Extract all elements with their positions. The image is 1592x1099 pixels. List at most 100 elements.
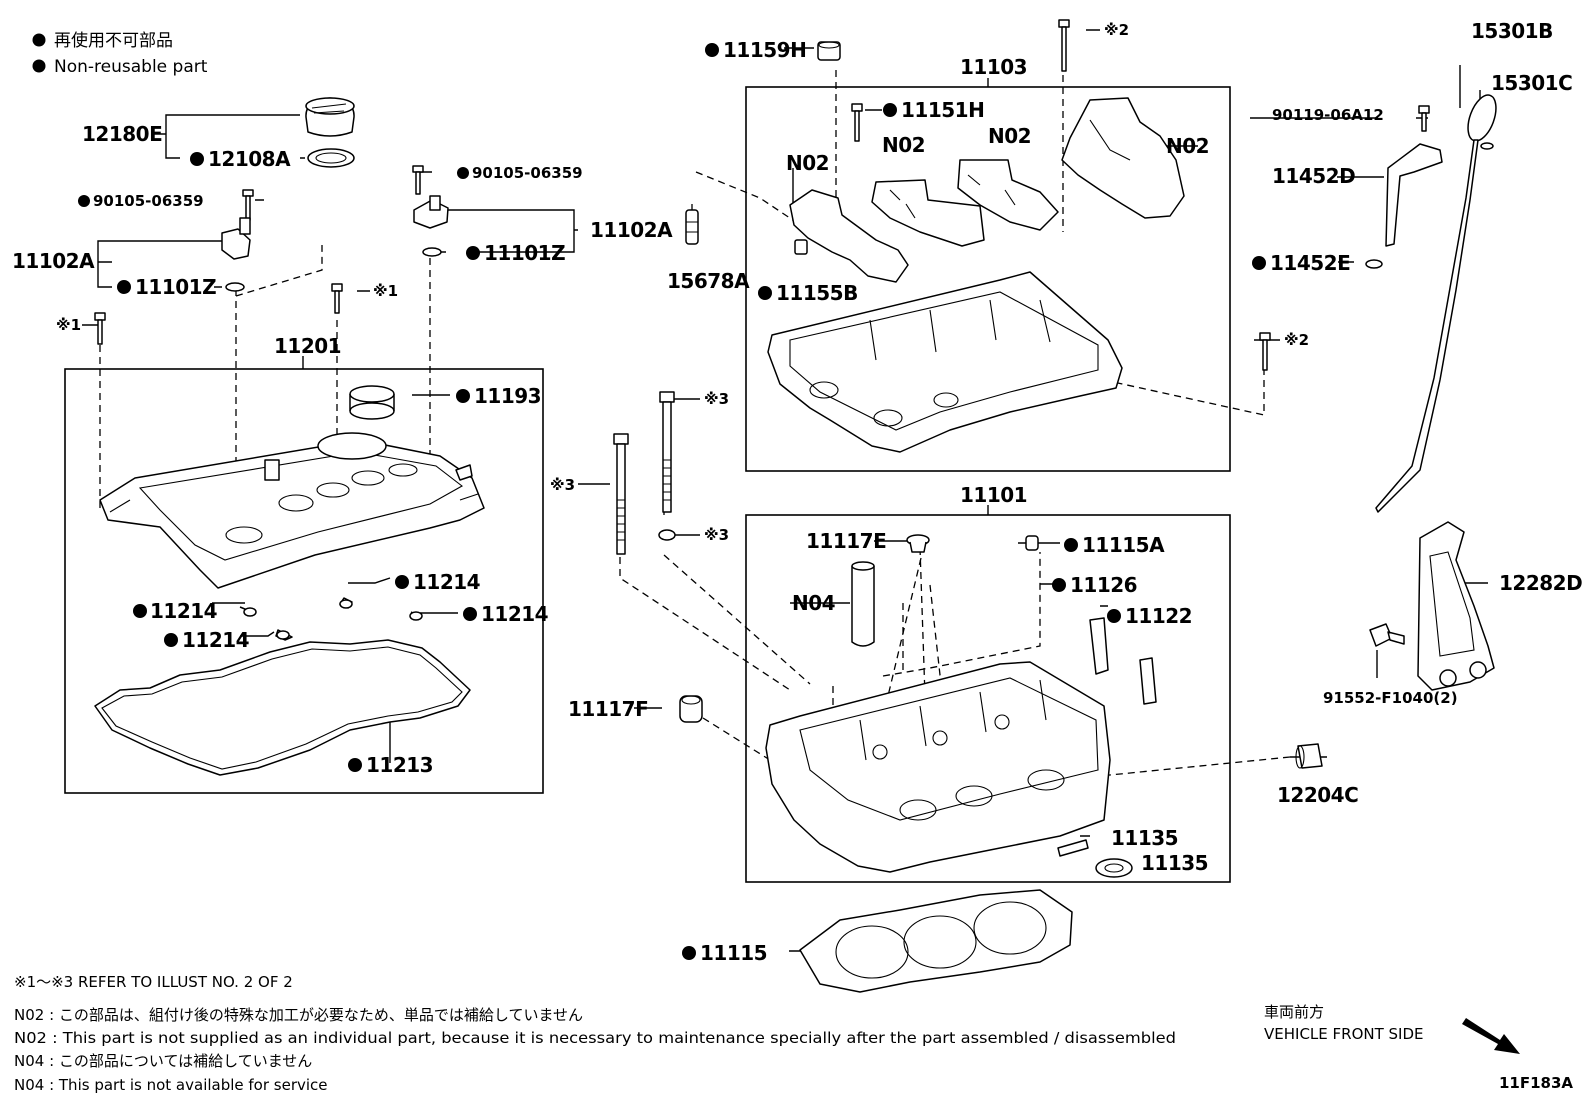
part-label[interactable]: 11102A xyxy=(12,249,96,273)
part-label[interactable]: 12204C xyxy=(1277,783,1359,807)
legend-en: Non-reusable part xyxy=(54,57,208,77)
legend-bullet-icon xyxy=(32,33,46,47)
illustration-id: 11F183A xyxy=(1499,1074,1573,1092)
tensioner-plug-drawing xyxy=(1295,743,1323,769)
n02-label: N02 xyxy=(786,151,829,175)
part-label[interactable]: 91552-F1040(2) xyxy=(1323,689,1458,707)
part-label[interactable]: 11101 xyxy=(960,483,1028,507)
footnotes: ※1～※3 REFER TO ILLUST NO. 2 OF 2 N02 : こ… xyxy=(14,973,1176,1094)
cylinder-head-cover-drawing xyxy=(99,432,485,589)
non-reusable-bullet-icon xyxy=(348,758,362,772)
part-label[interactable]: 12108A xyxy=(208,147,292,171)
n04-note-jp: N04 : この部品については補給していません xyxy=(14,1052,312,1070)
non-reusable-bullet-icon xyxy=(466,246,480,260)
part-label[interactable]: 11135 xyxy=(1141,851,1209,875)
part-label[interactable]: 11135 xyxy=(1111,826,1179,850)
part-label[interactable]: 11213 xyxy=(366,753,434,777)
part-label[interactable]: 12282D xyxy=(1499,571,1583,595)
seal-washer-drawing xyxy=(817,41,841,61)
part-label[interactable]: 11101Z xyxy=(484,241,566,265)
engine-hanger-drawing xyxy=(1417,521,1495,691)
oil-level-gauge-drawing xyxy=(1375,94,1497,513)
part-label[interactable]: 11117F xyxy=(568,697,649,721)
front-arrow-icon xyxy=(1462,1018,1520,1054)
cam-position-sensor-drawing xyxy=(221,195,449,292)
part-label[interactable]: 11151H xyxy=(901,98,985,122)
part-label[interactable]: 90119-06A12 xyxy=(1272,106,1384,124)
non-reusable-bullet-icon xyxy=(758,286,772,300)
non-reusable-bullet-icon xyxy=(463,607,477,621)
straight-pin-drawing xyxy=(1057,839,1133,878)
part-labels: 12180E 12108A 90105-06359 90105-06359 11… xyxy=(12,19,1583,965)
part-label[interactable]: 11122 xyxy=(1125,604,1193,628)
non-reusable-bullet-icon xyxy=(190,152,204,166)
reference-mark: ※1 xyxy=(56,316,81,334)
oil-seal-drawing xyxy=(349,385,395,420)
part-drawings xyxy=(94,19,1497,993)
pin-drawing xyxy=(851,561,875,647)
non-reusable-bullet-icon xyxy=(457,167,469,179)
part-label[interactable]: 11117E xyxy=(806,529,887,553)
n02-label: N02 xyxy=(882,133,925,157)
n04-note-en: N04 : This part is not available for ser… xyxy=(14,1076,328,1094)
non-reusable-bullet-icon xyxy=(705,43,719,57)
ring-pin-drawing xyxy=(1025,535,1039,551)
n02-note-en: N02 : This part is not supplied as an in… xyxy=(14,1029,1176,1047)
part-label[interactable]: 15301C xyxy=(1491,71,1573,95)
non-reusable-bullet-icon xyxy=(456,389,470,403)
part-label[interactable]: 12180E xyxy=(82,122,163,146)
part-label[interactable]: 15301B xyxy=(1471,19,1553,43)
non-reusable-bullet-icon xyxy=(164,633,178,647)
non-reusable-bullet-icon xyxy=(395,575,409,589)
head-gasket-drawing xyxy=(799,889,1073,993)
non-reusable-bullet-icon xyxy=(1052,578,1066,592)
part-label[interactable]: 11103 xyxy=(960,55,1028,79)
part-label[interactable]: 11155B xyxy=(776,281,858,305)
part-label[interactable]: 11452D xyxy=(1272,164,1356,188)
head-bolt-drawing xyxy=(613,391,676,555)
valve-guide-drawing xyxy=(1089,617,1157,705)
plug-drawing xyxy=(906,534,930,553)
cylinder-head-cover-frame xyxy=(64,368,544,794)
part-label[interactable]: 11452E xyxy=(1270,251,1351,275)
part-label[interactable]: 11126 xyxy=(1070,573,1138,597)
front-jp: 車両前方 xyxy=(1264,1003,1324,1021)
head-cover-gasket-drawing xyxy=(94,639,471,776)
reference-mark: ※3 xyxy=(550,476,575,494)
part-label[interactable]: 15678A xyxy=(667,269,751,293)
part-label[interactable]: 11214 xyxy=(150,599,218,623)
part-label[interactable]: 11201 xyxy=(274,334,342,358)
part-label[interactable]: 11115 xyxy=(700,941,768,965)
n02-label: N02 xyxy=(988,124,1031,148)
non-reusable-bullet-icon xyxy=(133,604,147,618)
part-label[interactable]: 11214 xyxy=(182,628,250,652)
legend: 再使用不可部品 Non-reusable part xyxy=(32,30,208,77)
non-reusable-bullet-icon xyxy=(1252,256,1266,270)
front-en: VEHICLE FRONT SIDE xyxy=(1264,1025,1424,1043)
reference-mark: ※3 xyxy=(704,390,729,408)
non-reusable-bullet-icon xyxy=(78,195,90,207)
part-label[interactable]: 11214 xyxy=(481,602,549,626)
reference-mark: ※2 xyxy=(1104,21,1129,39)
non-reusable-bullet-icon xyxy=(883,103,897,117)
cylinder-head-drawing xyxy=(765,661,1111,873)
part-label[interactable]: 11101Z xyxy=(135,275,217,299)
part-label[interactable]: 11193 xyxy=(474,384,542,408)
part-label[interactable]: 11115A xyxy=(1082,533,1166,557)
part-label[interactable]: 11159H xyxy=(723,38,807,62)
legend-jp: 再使用不可部品 xyxy=(54,30,173,51)
non-reusable-bullet-icon xyxy=(117,280,131,294)
refer-note: ※1～※3 REFER TO ILLUST NO. 2 OF 2 xyxy=(14,973,293,991)
oil-control-valve-drawing xyxy=(685,209,699,245)
part-label[interactable]: 11102A xyxy=(590,218,674,242)
reference-mark: ※1 xyxy=(373,282,398,300)
part-label[interactable]: 11214 xyxy=(413,570,481,594)
non-reusable-bullet-icon xyxy=(682,946,696,960)
oil-level-gauge-guide-drawing xyxy=(1365,143,1443,269)
oil-filler-cap-drawing xyxy=(305,97,355,168)
legend-bullet-icon xyxy=(32,59,46,73)
non-reusable-bullet-icon xyxy=(1064,538,1078,552)
part-label[interactable]: 90105-06359 xyxy=(472,164,583,182)
part-label[interactable]: 90105-06359 xyxy=(93,192,204,210)
